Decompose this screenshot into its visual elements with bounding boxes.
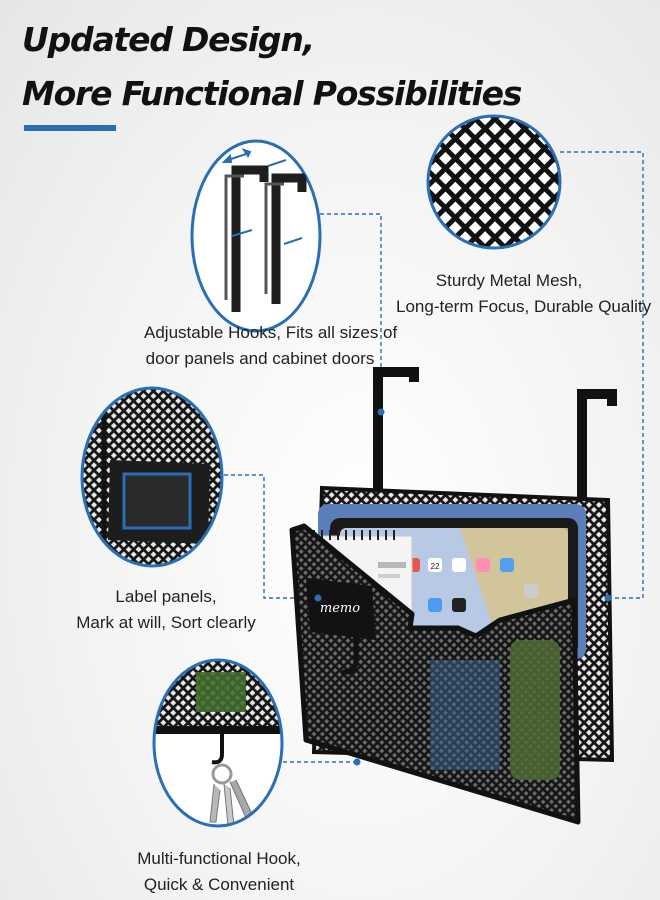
organizer-basket: 22 memo [289,367,617,825]
leader-lines [224,151,644,763]
hook-callout-line-2: Quick & Convenient [143,875,295,894]
mesh-callout-line-1: Sturdy Metal Mesh, [435,271,583,290]
headline-line-1: Updated Design, [22,20,315,59]
headline-accent-bar [24,125,116,131]
label-callout-line-2: Mark at will, Sort clearly [76,613,256,632]
hook-detail [152,658,284,828]
mesh-callout: Sturdy Metal Mesh, Long-term Focus, Dura… [396,268,652,320]
headline-line-2: More Functional Possibilities [22,74,522,113]
label-callout-line-1: Label panels, [115,587,217,606]
hooks-detail [190,139,322,333]
hook-screw-icon [377,408,385,416]
key-ring-icon [211,763,233,785]
memo-label: memo [320,601,360,616]
hook-callout-line-1: Multi-functional Hook, [137,849,301,868]
hook-callout: Multi-functional Hook, Quick & Convenien… [116,846,322,898]
label-point-icon [314,594,322,602]
hooks-callout-line-2: door panels and cabinet doors [145,349,375,368]
adjust-arrow-icon [221,148,303,245]
mesh-point-icon [604,594,612,602]
mesh-callout-line-2: Long-term Focus, Durable Quality [396,297,652,316]
mesh-detail [426,114,562,250]
tablet-date-label: 22 [431,562,440,571]
key-icon [209,783,221,823]
hooks-callout: Adjustable Hooks, Fits all sizes of door… [144,320,398,372]
label-callout: Label panels, Mark at will, Sort clearly [56,584,276,636]
hooks-callout-line-1: Adjustable Hooks, Fits all sizes of [144,323,398,342]
label-detail [80,386,224,568]
hook-point-icon [353,758,361,766]
